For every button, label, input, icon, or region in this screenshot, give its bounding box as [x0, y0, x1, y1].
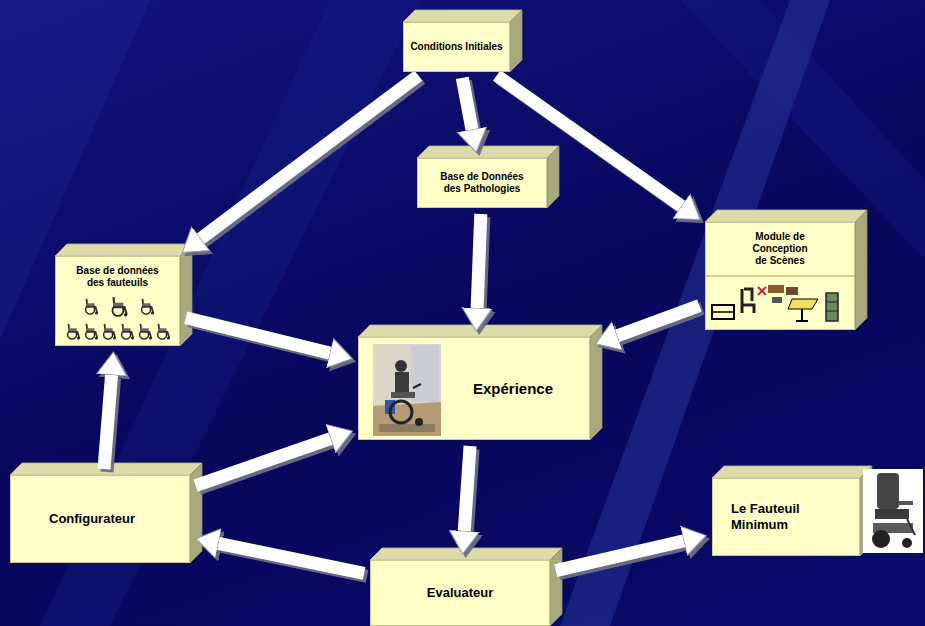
node-label: Conditions Initiales — [410, 41, 502, 53]
module-box: Module de Conception de Scènes — [705, 222, 855, 330]
database-box: Base de Données des Pathologies — [417, 158, 547, 208]
node-label: Base de données des fauteuils — [73, 265, 163, 289]
process-box: Configurateur — [10, 475, 190, 563]
node-label: Expérience — [473, 380, 553, 398]
node-label: Base de Données des Pathologies — [432, 171, 532, 195]
block-arrow — [464, 446, 470, 531]
process-box: Expérience — [358, 337, 590, 440]
block-arrow — [556, 541, 684, 571]
box-side-face — [547, 146, 559, 208]
result-box: Le Fauteuil Minimum — [712, 478, 860, 556]
block-arrow — [104, 375, 112, 469]
box-side-face — [510, 10, 522, 72]
box-side-face — [180, 244, 192, 346]
box-side-face — [550, 548, 562, 626]
node-label: Module de Conception de Scènes — [747, 231, 813, 267]
furniture-icons — [706, 275, 856, 329]
box-top-face — [712, 466, 872, 478]
experiment-photo — [373, 344, 441, 436]
node-label: Le Fauteuil Minimum — [731, 501, 821, 532]
light-streak — [680, 0, 925, 260]
box-top-face — [417, 146, 559, 158]
block-arrow — [462, 78, 472, 130]
block-arrow — [617, 306, 699, 336]
node-label: Configurateur — [49, 511, 135, 527]
box-top-face — [705, 210, 867, 222]
start-box: Conditions Initiales — [403, 22, 510, 72]
block-arrow — [477, 214, 481, 308]
box-top-face — [403, 10, 522, 22]
database-box: Base de données des fauteuils — [55, 256, 180, 346]
process-box: Evaluateur — [370, 560, 550, 626]
block-arrow — [201, 76, 419, 239]
block-arrow — [196, 439, 331, 486]
wheelchair-photo — [863, 469, 923, 553]
box-top-face — [55, 244, 192, 256]
wheelchair-catalog — [62, 295, 176, 343]
box-top-face — [370, 548, 562, 560]
box-side-face — [590, 325, 602, 440]
block-arrow — [218, 543, 364, 573]
block-arrow — [186, 318, 330, 353]
node-label: Evaluateur — [427, 585, 493, 601]
box-side-face — [855, 210, 867, 330]
box-top-face — [358, 325, 602, 337]
